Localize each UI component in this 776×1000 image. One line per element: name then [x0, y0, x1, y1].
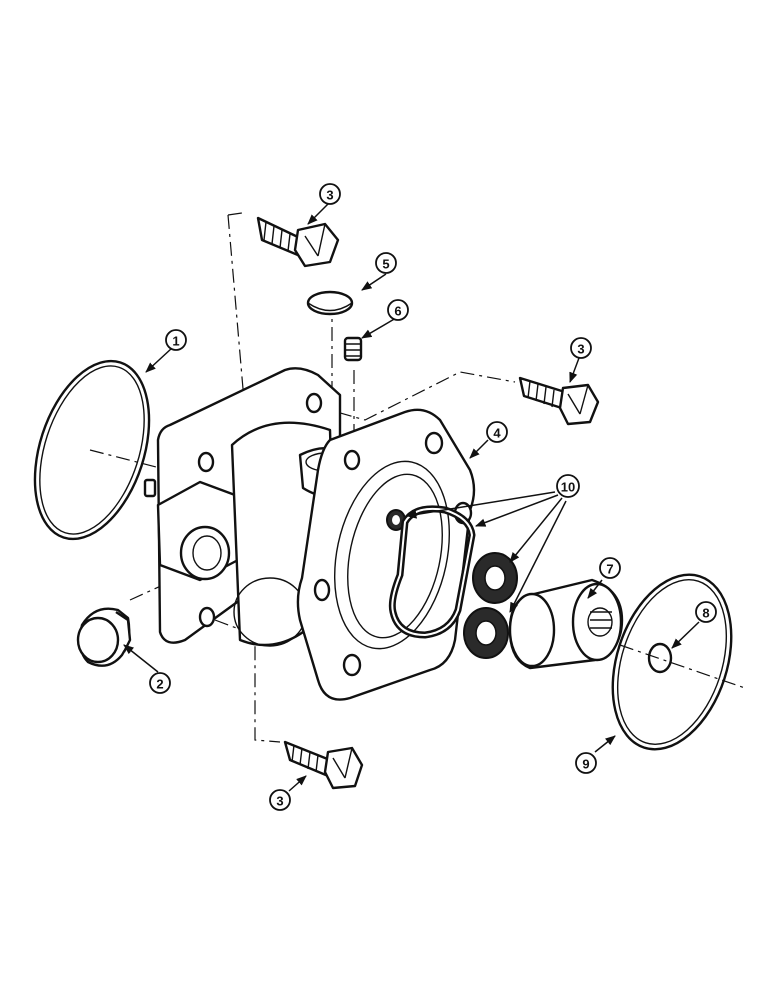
callout-10-label: 10	[561, 480, 575, 495]
o-ring-large-right	[611, 573, 733, 751]
o-ring-large-left	[33, 359, 151, 541]
callout-3-right: 3	[570, 337, 592, 359]
drive-coupling	[508, 578, 624, 670]
callout-6: 6	[387, 299, 409, 321]
callout-1-label: 1	[172, 334, 179, 349]
callout-9: 9	[575, 752, 597, 774]
callout-2-label: 2	[156, 677, 163, 692]
callout-3-bottom-label: 3	[276, 794, 283, 809]
callout-5: 5	[375, 252, 397, 274]
callout-3-bottom: 3	[269, 789, 291, 811]
callout-7: 7	[599, 557, 621, 579]
callout-8-label: 8	[702, 606, 709, 621]
callout-7-label: 7	[606, 562, 613, 577]
callout-2: 2	[149, 672, 171, 694]
callout-6-label: 6	[394, 304, 401, 319]
callout-5-label: 5	[382, 257, 389, 272]
front-flange	[296, 408, 476, 701]
callout-4-label: 4	[493, 426, 501, 441]
snap-ring	[647, 642, 673, 674]
callout-3-top: 3	[319, 183, 341, 205]
bolt-right	[518, 376, 600, 426]
callout-8: 8	[695, 601, 717, 623]
callout-3-top-label: 3	[326, 188, 333, 203]
cap-disc	[306, 290, 354, 316]
callout-leaders	[123, 203, 700, 792]
callout-9-label: 9	[582, 757, 589, 772]
callout-1: 1	[165, 329, 187, 351]
set-screw	[343, 336, 363, 362]
callout-10: 10	[556, 474, 580, 498]
plug	[76, 607, 132, 667]
callout-4: 4	[486, 421, 508, 443]
bolt-bottom	[283, 740, 364, 790]
bolt-top	[256, 216, 340, 268]
callout-3-right-label: 3	[577, 342, 584, 357]
